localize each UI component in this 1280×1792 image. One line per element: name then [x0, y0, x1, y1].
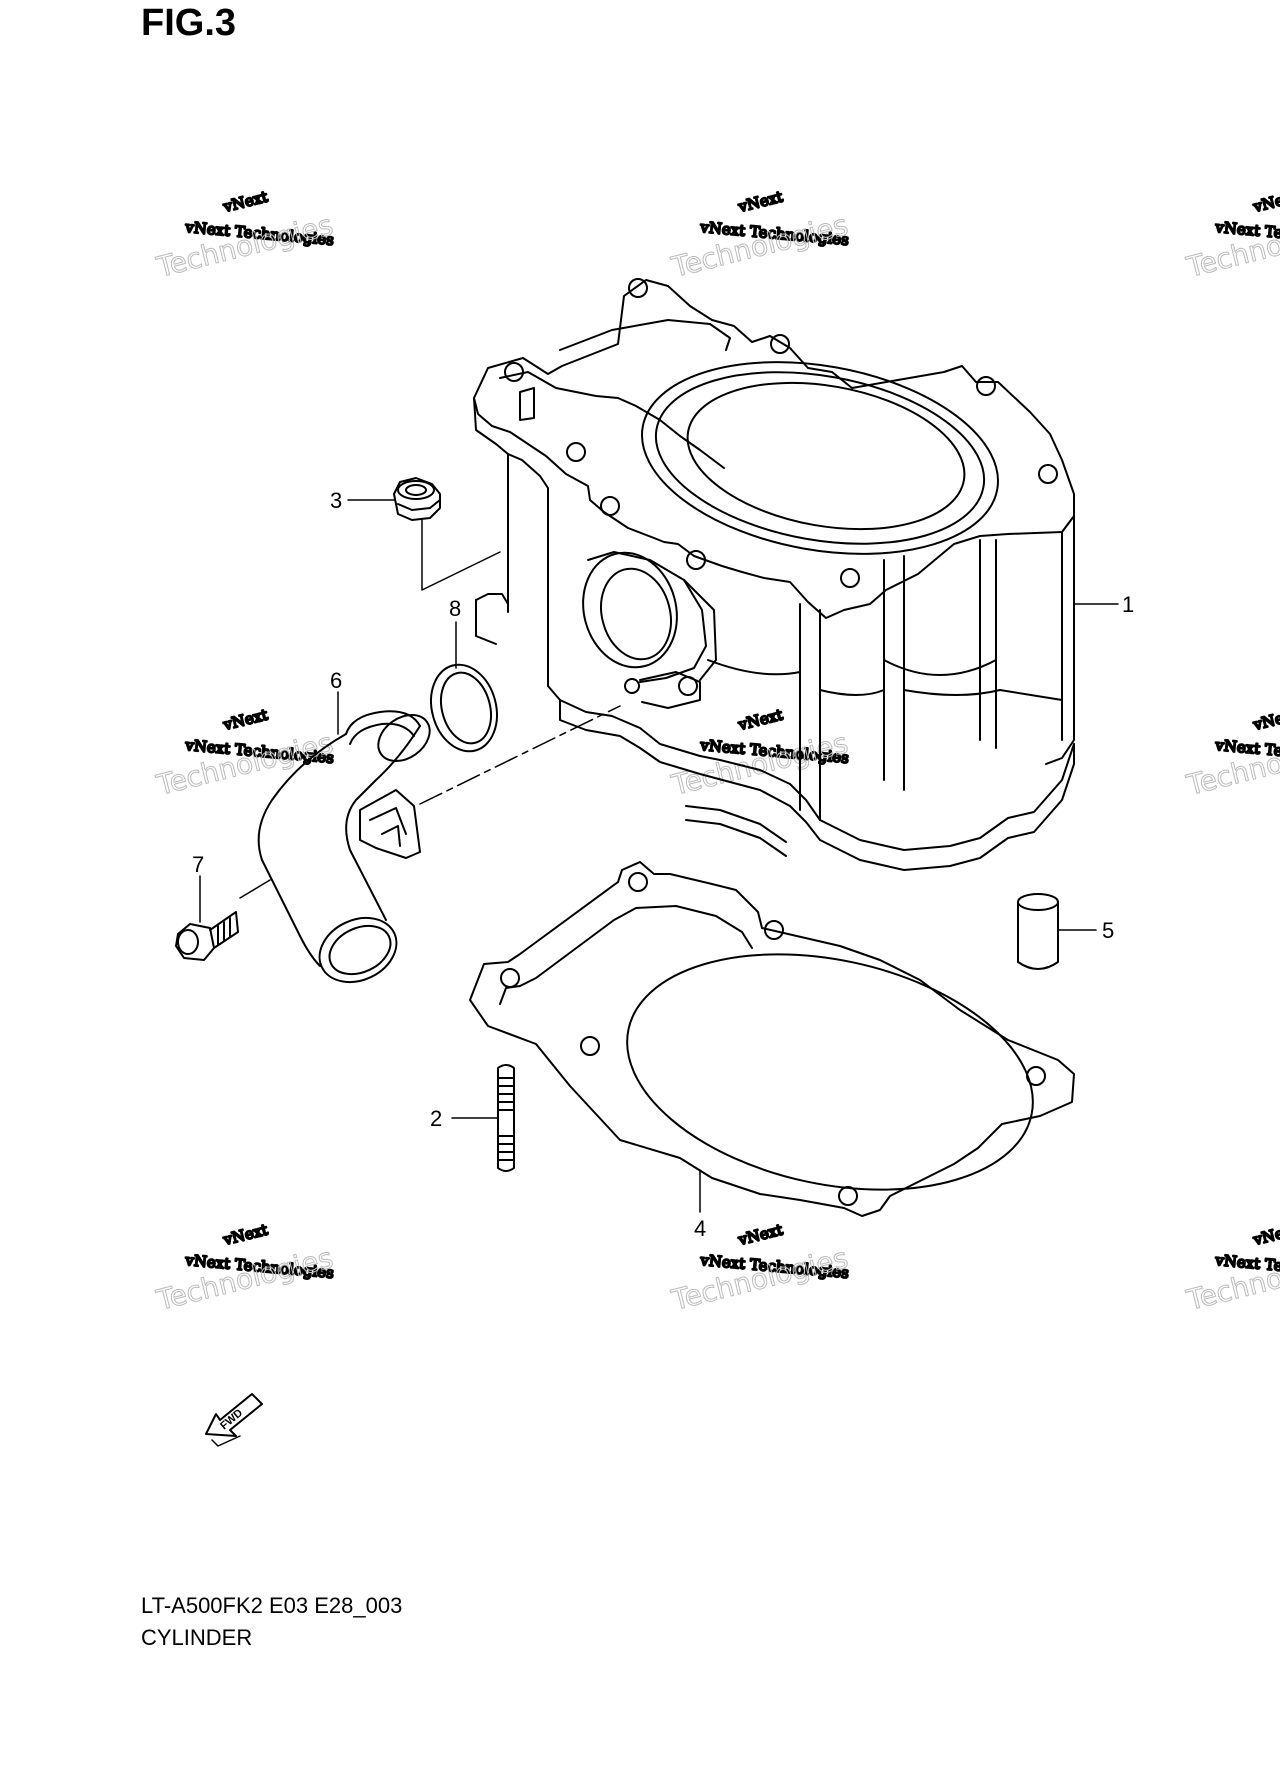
svg-text:vNext: vNext: [736, 1221, 785, 1250]
callout-1: 1: [1122, 592, 1134, 617]
watermark-group: vNext vNext Technologies Technologies vN…: [152, 187, 1280, 1318]
callout-6: 6: [330, 668, 342, 693]
leader-line-3-drop: [421, 519, 501, 591]
svg-text:Technologies: Technologies: [153, 208, 336, 284]
callout-5: 5: [1102, 918, 1114, 943]
assembly-name-caption: CYLINDER: [141, 1625, 253, 1650]
svg-text:Technologies: Technologies: [668, 208, 851, 284]
callout-2: 2: [430, 1106, 442, 1131]
callout-4: 4: [694, 1216, 706, 1241]
dowel-pin-part: [1017, 893, 1059, 970]
svg-text:vNext: vNext: [221, 706, 270, 735]
watermark: vNext vNext Technologies Technologies: [1182, 187, 1280, 285]
svg-text:vNext: vNext: [221, 1221, 270, 1250]
callout-3: 3: [330, 488, 342, 513]
stud-part: [497, 1064, 515, 1172]
watermark: vNext vNext Technologies Technologies: [1182, 1220, 1280, 1318]
water-inlet-pipe-part: [257, 710, 431, 984]
callout-7: 7: [192, 852, 204, 877]
svg-text:vNext: vNext: [1251, 188, 1280, 217]
leader-lines: [199, 499, 1119, 1213]
svg-text:vNext: vNext: [736, 188, 785, 217]
alignment-line-pipe: [419, 705, 621, 805]
watermark: vNext vNext Technologies Technologies: [152, 187, 336, 285]
svg-text:Technologies: Technologies: [668, 1241, 851, 1317]
callout-8: 8: [449, 596, 461, 621]
alignment-line-bolt: [239, 879, 271, 899]
bolt-part: [175, 911, 239, 961]
fwd-arrow-icon: FWD: [205, 1393, 263, 1447]
watermark: vNext vNext Technologies Technologies: [152, 1220, 336, 1318]
svg-text:vNext: vNext: [1251, 1221, 1280, 1250]
watermark: vNext vNext Technologies Technologies: [1182, 705, 1280, 803]
nut-part: [393, 477, 441, 521]
o-ring-part: [430, 663, 498, 753]
cylinder-gasket-part: [469, 861, 1075, 1217]
svg-text:Technologies: Technologies: [153, 726, 336, 802]
svg-text:vNext: vNext: [1251, 706, 1280, 735]
svg-text:Technologies: Technologies: [153, 1241, 336, 1317]
watermark: vNext vNext Technologies Technologies: [152, 705, 336, 803]
svg-text:vNext: vNext: [221, 188, 270, 217]
model-code-caption: LT-A500FK2 E03 E28_003: [141, 1593, 403, 1618]
figure-title: FIG.3: [141, 2, 237, 44]
svg-text:vNext: vNext: [736, 706, 785, 735]
watermark: vNext vNext Technologies Technologies: [667, 187, 851, 285]
cylinder-part: [473, 278, 1075, 871]
callout-group: 1 2 3 4 5 6 7 8: [192, 488, 1134, 1241]
